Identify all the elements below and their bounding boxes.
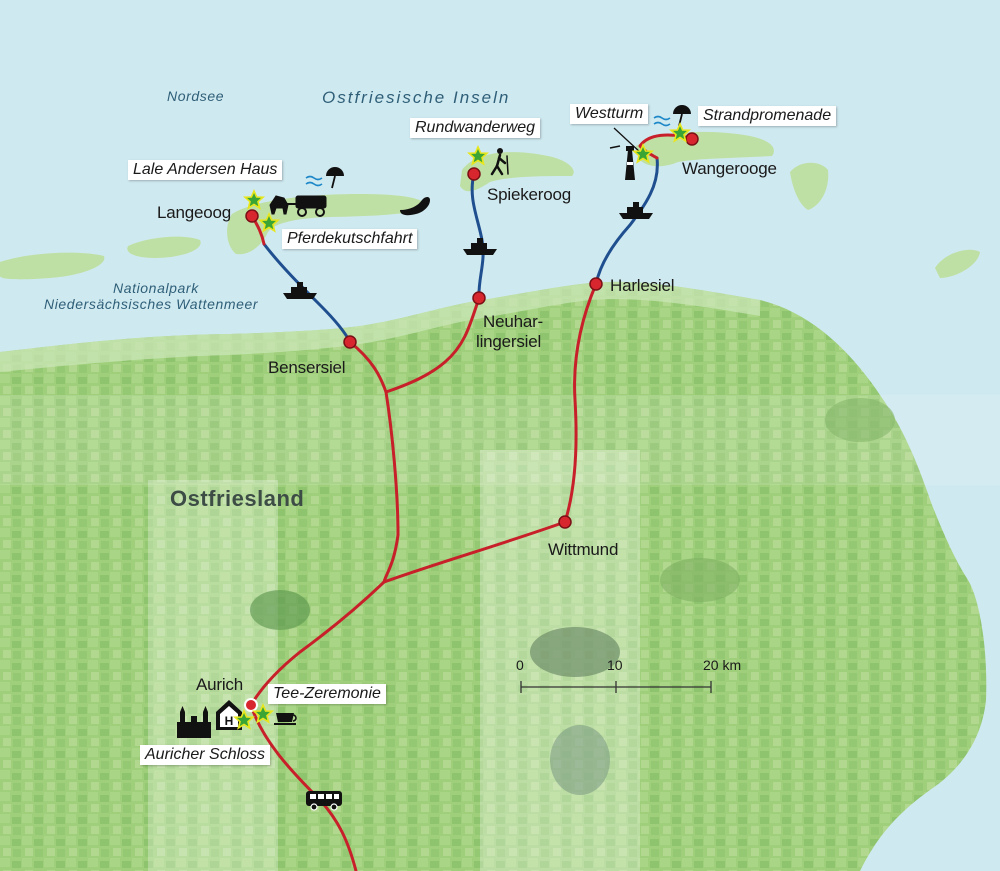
coastal-strip bbox=[0, 281, 760, 372]
forest-patch bbox=[250, 590, 310, 630]
tea-cup-icon bbox=[274, 713, 297, 725]
scale-label-10: 10 bbox=[607, 657, 623, 673]
forest-patch bbox=[530, 627, 620, 677]
poi-label-auricher-schloss[interactable]: Auricher Schloss bbox=[140, 745, 271, 765]
forest-patch bbox=[550, 725, 610, 795]
poi-label-lale-andersen[interactable]: Lale Andersen Haus bbox=[128, 160, 283, 180]
island-baltrum bbox=[127, 236, 201, 258]
poi-label-pferdekutschfahrt[interactable]: Pferdekutschfahrt bbox=[282, 229, 418, 249]
marker-langeoog[interactable] bbox=[245, 209, 259, 223]
place-label-neuharlingersiel-2: lingersiel bbox=[476, 332, 542, 351]
island-spiekeroog bbox=[460, 152, 574, 192]
island-mellum bbox=[935, 249, 980, 278]
forest-patch bbox=[825, 398, 895, 442]
marker-aurich[interactable] bbox=[244, 698, 258, 712]
island-wangerooge bbox=[636, 131, 774, 167]
place-label-langeoog: Langeoog bbox=[157, 203, 232, 222]
beach-icon bbox=[653, 105, 691, 127]
marker-wittmund[interactable] bbox=[558, 515, 572, 529]
poi-label-westturm[interactable]: Westturm bbox=[570, 104, 649, 124]
place-label-wangerooge: Wangerooge bbox=[682, 159, 777, 178]
tile-band-west bbox=[148, 480, 278, 871]
bus-icon bbox=[306, 791, 342, 811]
marker-wangerooge[interactable] bbox=[685, 132, 699, 146]
route-wangerooge-island bbox=[638, 133, 694, 160]
place-label-harlesiel: Harlesiel bbox=[610, 276, 675, 295]
scale-bar bbox=[520, 681, 712, 693]
place-label-spiekeroog: Spiekeroog bbox=[487, 185, 572, 204]
ostfriesische-inseln-label: Ostfriesische Inseln bbox=[322, 88, 511, 107]
island-norderney bbox=[0, 252, 105, 280]
route-neuharlingersiel bbox=[384, 296, 481, 394]
marker-bensersiel[interactable] bbox=[343, 335, 357, 349]
lighthouse-icon bbox=[609, 145, 635, 180]
castle-icon bbox=[177, 706, 211, 738]
route-wittmund-harlesiel bbox=[382, 282, 598, 584]
place-label-aurich: Aurich bbox=[196, 675, 243, 694]
hotel-icon: H bbox=[216, 700, 242, 730]
westturm-pointer bbox=[613, 127, 642, 154]
horse-carriage-icon bbox=[269, 195, 327, 217]
ferry-route-wangerooge bbox=[594, 156, 659, 286]
scale-label-20: 20 km bbox=[703, 657, 742, 673]
island-langeoog bbox=[227, 194, 426, 255]
place-label-wittmund: Wittmund bbox=[548, 540, 619, 559]
wattenmeer-label: Niedersächsisches Wattenmeer bbox=[44, 296, 259, 312]
island-minsener-oog bbox=[790, 162, 829, 210]
poi-label-tee-zeremonie[interactable]: Tee-Zeremonie bbox=[268, 684, 386, 704]
poi-label-rundwanderweg[interactable]: Rundwanderweg bbox=[410, 118, 541, 138]
ferry-route-langeoog bbox=[262, 242, 352, 344]
marker-spiekeroog[interactable] bbox=[467, 167, 481, 181]
nordsee-label: Nordsee bbox=[167, 88, 225, 104]
svg-text:H: H bbox=[225, 714, 234, 728]
seal-icon bbox=[400, 197, 430, 216]
ostfriesland-label: Ostfriesland bbox=[170, 486, 305, 511]
marker-neuharlingersiel[interactable] bbox=[472, 291, 486, 305]
marker-harlesiel[interactable] bbox=[589, 277, 603, 291]
nationalpark-label: Nationalpark bbox=[113, 280, 199, 296]
poi-label-strandpromenade[interactable]: Strandpromenade bbox=[698, 106, 837, 126]
beach-icon bbox=[305, 167, 344, 189]
scale-label-0: 0 bbox=[516, 657, 524, 673]
place-label-neuharlingersiel-1: Neuhar- bbox=[483, 312, 544, 331]
hiker-icon bbox=[490, 148, 509, 176]
place-label-bensersiel: Bensersiel bbox=[268, 358, 346, 377]
forest-patch bbox=[660, 558, 740, 602]
